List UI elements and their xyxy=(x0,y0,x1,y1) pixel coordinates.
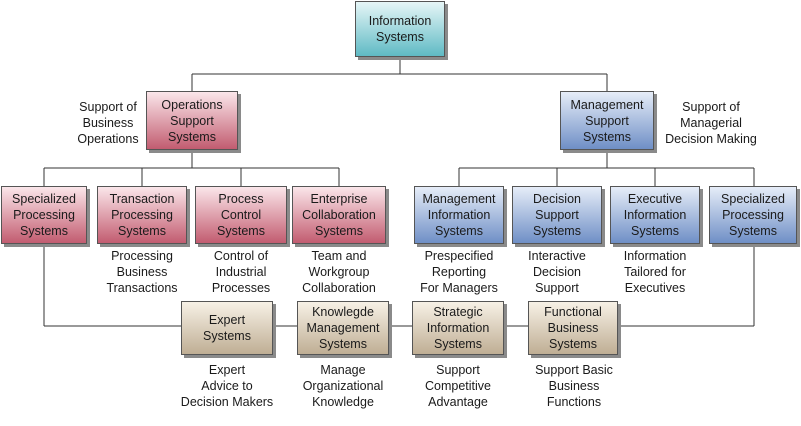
operations-support-systems-node: Operations Support Systems xyxy=(146,91,238,150)
process-control-systems-node: Process Control Systems xyxy=(195,186,287,244)
knowledge-management-systems-node: Knowlegde Management Systems xyxy=(297,301,389,355)
node-label: Information Systems xyxy=(368,14,432,44)
node-label: Specialized Processing Systems xyxy=(721,192,785,238)
enterprise-collaboration-systems-node: Enterprise Collaboration Systems xyxy=(292,186,386,244)
expert-systems-note: Expert Advice to Decision Makers xyxy=(180,363,274,409)
specialized-processing-systems-node-right: Specialized Processing Systems xyxy=(709,186,797,244)
node-label: Management Information Systems xyxy=(422,192,496,238)
node-label: Strategic Information Systems xyxy=(426,305,490,351)
information-systems-node: Information Systems xyxy=(355,1,445,57)
expert-systems-node: Expert Systems xyxy=(181,301,273,355)
node-label: Specialized Processing Systems xyxy=(12,192,76,238)
executive-information-systems-node: Executive Information Systems xyxy=(610,186,700,244)
node-label: Process Control Systems xyxy=(217,192,265,238)
node-label: Decision Support Systems xyxy=(533,192,581,238)
node-label: Executive Information Systems xyxy=(623,192,687,238)
operations-note: Support of Business Operations xyxy=(77,100,139,146)
management-information-note: Prespecified Reporting For Managers xyxy=(420,249,498,295)
transaction-processing-systems-node: Transaction Processing Systems xyxy=(97,186,187,244)
node-label: Expert Systems xyxy=(203,313,251,343)
strategic-information-systems-node: Strategic Information Systems xyxy=(412,301,504,355)
decision-support-systems-node: Decision Support Systems xyxy=(512,186,602,244)
node-label: Management Support Systems xyxy=(570,97,644,144)
enterprise-collaboration-note: Team and Workgroup Collaboration xyxy=(302,249,376,295)
executive-information-note: Information Tailored for Executives xyxy=(623,249,687,295)
node-label: Operations Support Systems xyxy=(161,97,223,144)
functional-business-note: Support Basic Business Functions xyxy=(535,363,613,409)
transaction-processing-note: Processing Business Transactions xyxy=(106,249,178,295)
knowledge-management-note: Manage Organizational Knowledge xyxy=(302,363,384,409)
node-label: Functional Business Systems xyxy=(544,305,602,351)
functional-business-systems-node: Functional Business Systems xyxy=(528,301,618,355)
specialized-processing-systems-node: Specialized Processing Systems xyxy=(1,186,87,244)
management-support-systems-node: Management Support Systems xyxy=(560,91,654,150)
decision-support-note: Interactive Decision Support xyxy=(528,249,586,295)
node-label: Knowlegde Management Systems xyxy=(306,305,380,351)
strategic-information-note: Support Competitive Advantage xyxy=(425,363,491,409)
management-information-systems-node: Management Information Systems xyxy=(414,186,504,244)
node-label: Transaction Processing Systems xyxy=(109,192,175,238)
node-label: Enterprise Collaboration Systems xyxy=(302,192,376,238)
process-control-note: Control of Industrial Processes xyxy=(211,249,271,295)
management-note: Support of Managerial Decision Making xyxy=(665,100,757,146)
